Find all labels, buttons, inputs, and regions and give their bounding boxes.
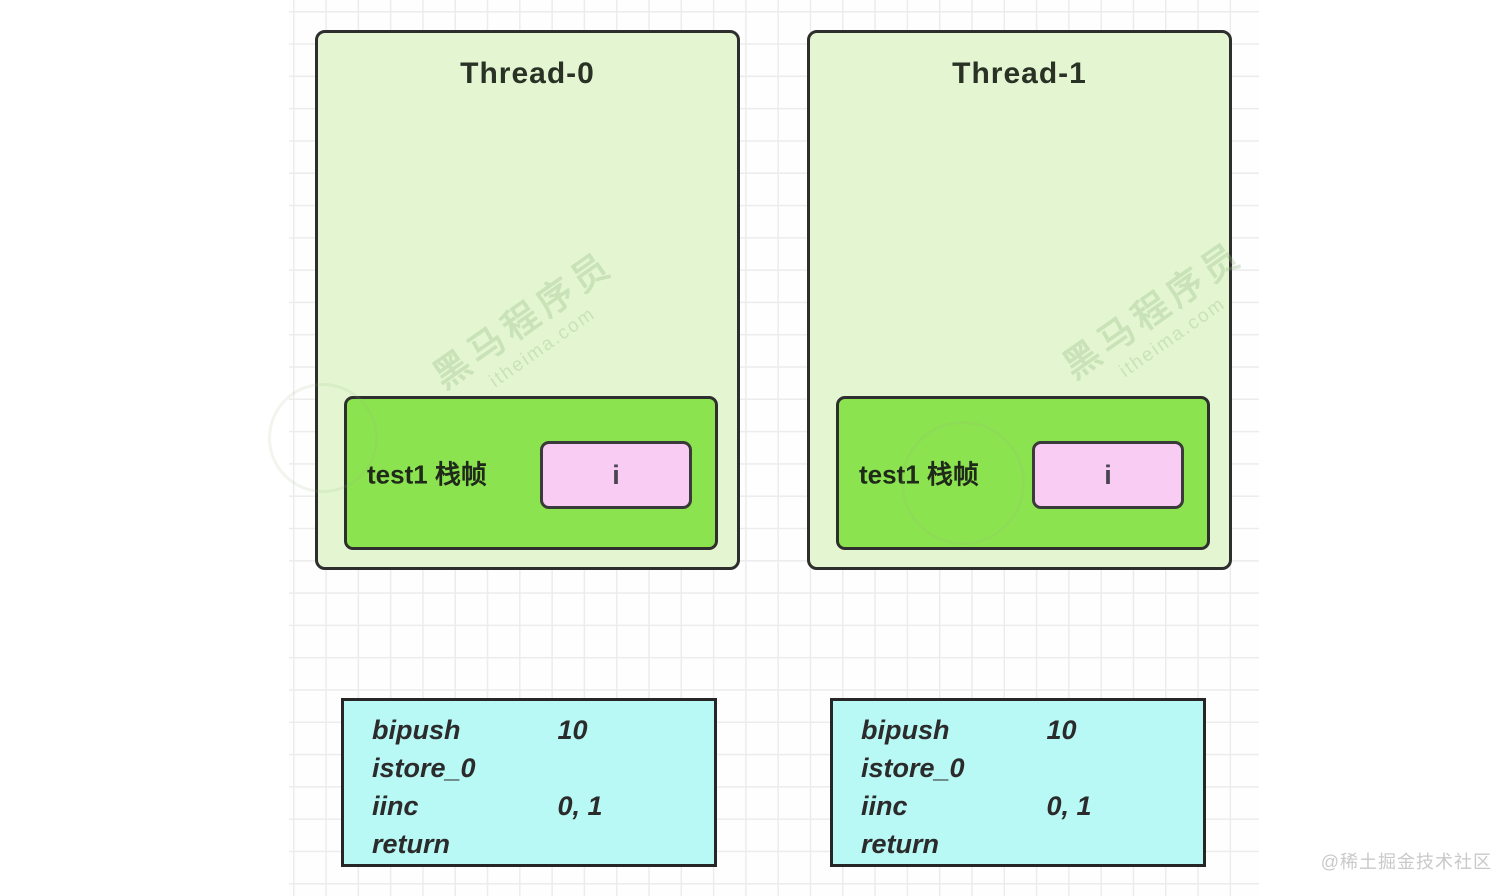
bytecode-line: bipush 10: [861, 711, 1203, 749]
bytecode-line: iinc 0, 1: [861, 787, 1203, 825]
bytecode-op: iinc: [372, 791, 419, 821]
bytecode-arg: 10: [557, 715, 588, 745]
thread-1-title: Thread-1: [952, 57, 1087, 90]
stack-frame-1: test1 栈帧 i: [836, 396, 1210, 550]
bytecode-op: istore_0: [861, 753, 965, 783]
bytecode-op: bipush: [861, 715, 950, 745]
bytecode-line: istore_0: [372, 749, 714, 787]
stack-frame-0: test1 栈帧 i: [344, 396, 718, 550]
thread-box-0: Thread-0 test1 栈帧 i: [315, 30, 740, 570]
stack-frame-0-label: test1 栈帧: [367, 459, 487, 490]
bytecode-line: return: [372, 825, 714, 863]
bytecode-op: return: [372, 829, 451, 859]
bytecode-box-1: bipush 10 istore_0 iinc 0, 1 return: [830, 698, 1206, 867]
bytecode-line: istore_0: [861, 749, 1203, 787]
bytecode-op: return: [861, 829, 940, 859]
thread-box-1: Thread-1 test1 栈帧 i: [807, 30, 1232, 570]
site-credit: @稀土掘金技术社区: [1320, 852, 1492, 872]
bytecode-arg: 0, 1: [1046, 791, 1092, 821]
thread-0-title: Thread-0: [460, 57, 595, 90]
local-variable-slot-1: i: [1032, 441, 1184, 509]
bytecode-op: iinc: [861, 791, 908, 821]
bytecode-arg: 10: [1046, 715, 1077, 745]
bytecode-line: bipush 10: [372, 711, 714, 749]
local-variable-slot-0: i: [540, 441, 692, 509]
bytecode-arg: 0, 1: [557, 791, 603, 821]
bytecode-line: return: [861, 825, 1203, 863]
stack-frame-1-label: test1 栈帧: [859, 459, 979, 490]
bytecode-line: iinc 0, 1: [372, 787, 714, 825]
bytecode-op: bipush: [372, 715, 461, 745]
bytecode-box-0: bipush 10 istore_0 iinc 0, 1 return: [341, 698, 717, 867]
bytecode-op: istore_0: [372, 753, 476, 783]
